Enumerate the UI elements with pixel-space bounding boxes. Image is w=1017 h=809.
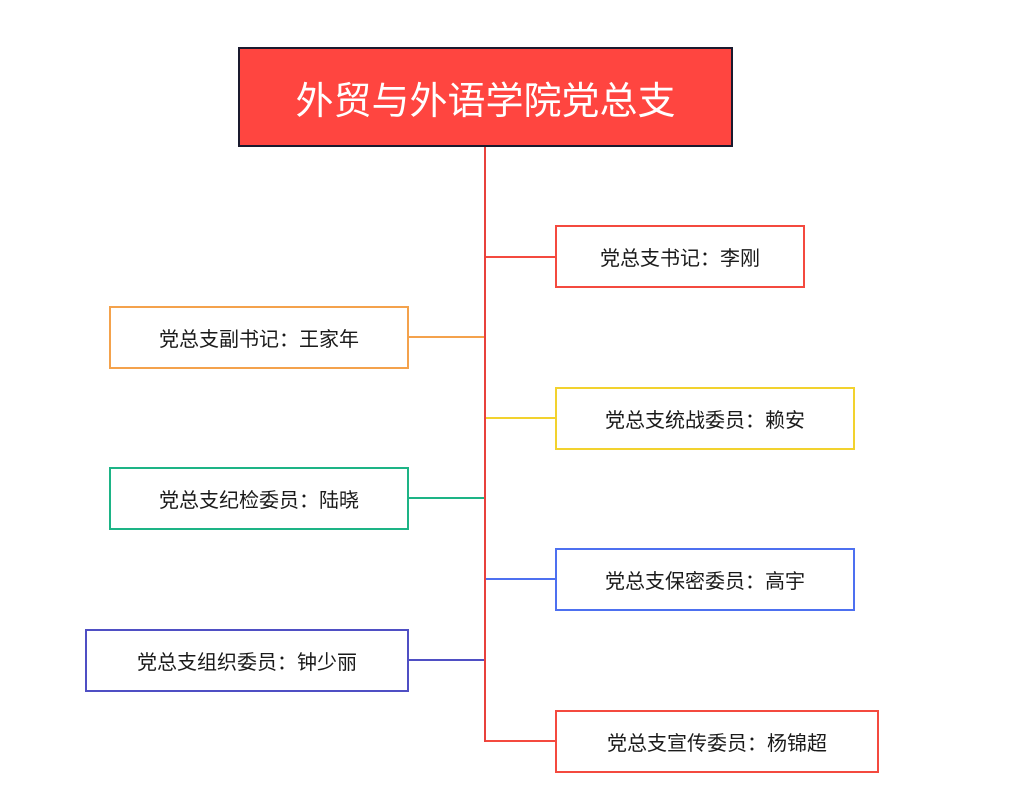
connector-secretary: [486, 256, 556, 258]
node-confidential-label: 党总支保密委员：高宇: [605, 569, 805, 593]
connector-united-front: [486, 417, 556, 419]
node-publicity: 党总支宣传委员：杨锦超: [555, 710, 885, 779]
node-deputy-secretary-label: 党总支副书记：王家年: [159, 327, 359, 351]
root-node: 外贸与外语学院党总支: [238, 47, 740, 154]
node-organization-label: 党总支组织委员：钟少丽: [137, 650, 357, 674]
node-discipline: 党总支纪检委员：陆晓: [109, 467, 415, 536]
node-organization: 党总支组织委员：钟少丽: [85, 629, 415, 698]
connector-confidential: [486, 578, 556, 580]
node-discipline-label: 党总支纪检委员：陆晓: [159, 488, 359, 512]
node-deputy-secretary: 党总支副书记：王家年: [109, 306, 415, 375]
node-united-front-label: 党总支统战委员：赖安: [605, 408, 805, 432]
trunk-line: [484, 147, 486, 742]
connector-discipline: [409, 497, 484, 499]
node-secretary: 党总支书记：李刚: [555, 225, 811, 294]
node-confidential: 党总支保密委员：高宇: [555, 548, 861, 617]
node-united-front: 党总支统战委员：赖安: [555, 387, 861, 456]
connector-publicity: [486, 740, 556, 742]
connector-organization: [409, 659, 484, 661]
connector-deputy-secretary: [409, 336, 484, 338]
node-secretary-label: 党总支书记：李刚: [600, 246, 760, 270]
node-publicity-label: 党总支宣传委员：杨锦超: [607, 731, 827, 755]
root-node-label: 外贸与外语学院党总支: [295, 78, 676, 123]
